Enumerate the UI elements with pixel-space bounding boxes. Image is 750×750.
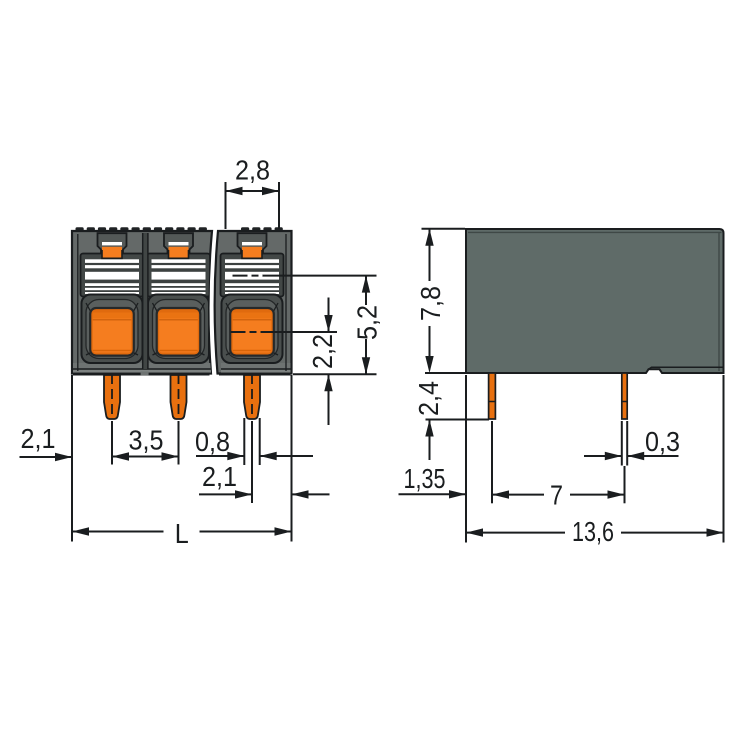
svg-text:2,4: 2,4 <box>413 381 444 416</box>
svg-text:0,3: 0,3 <box>645 426 680 457</box>
svg-text:2,8: 2,8 <box>235 155 270 186</box>
svg-text:5,2: 5,2 <box>352 305 383 340</box>
svg-text:7: 7 <box>550 480 563 511</box>
svg-text:1,35: 1,35 <box>404 463 446 494</box>
svg-text:0,8: 0,8 <box>195 426 230 457</box>
svg-text:2,1: 2,1 <box>21 423 56 454</box>
svg-text:13,6: 13,6 <box>572 516 614 547</box>
svg-text:7,8: 7,8 <box>415 286 446 321</box>
svg-text:3,5: 3,5 <box>129 425 164 456</box>
svg-text:2,2: 2,2 <box>307 334 338 369</box>
svg-text:2,1: 2,1 <box>202 461 237 492</box>
svg-text:L: L <box>175 518 189 549</box>
